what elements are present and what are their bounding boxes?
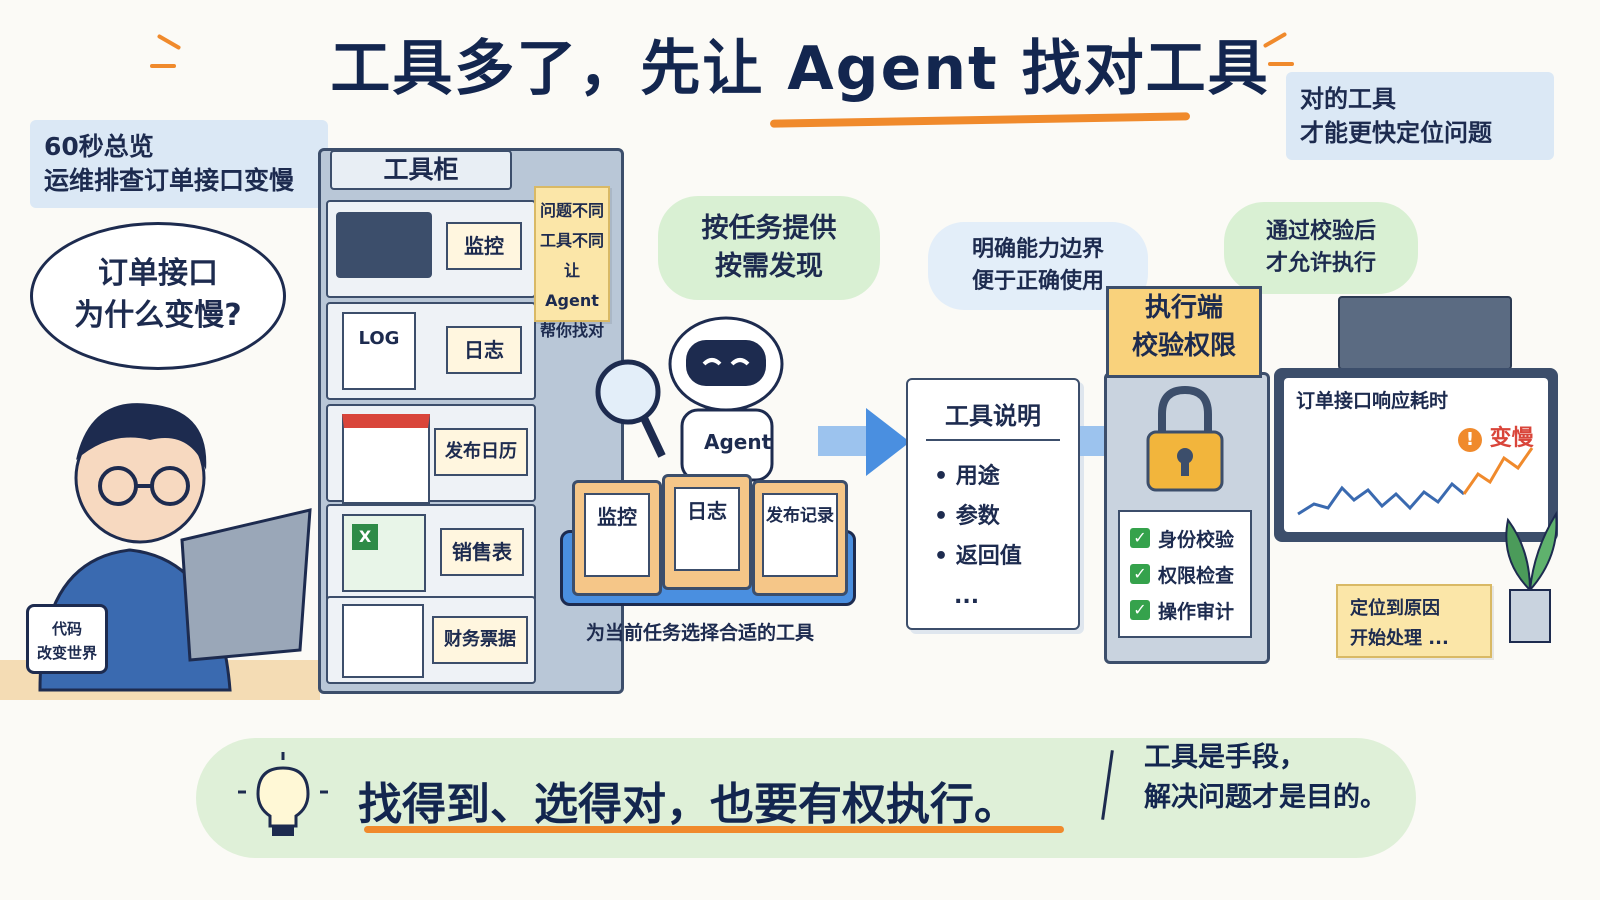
shelf-sales: X 销售表 <box>326 504 536 602</box>
question-line1: 订单接口 <box>98 256 218 291</box>
shelf-label-calendar: 发布日历 <box>434 428 528 476</box>
shelf-label-finance: 财务票据 <box>432 616 528 664</box>
flow-arrow-body <box>1080 426 1106 456</box>
spark-mark <box>150 64 176 68</box>
sticky-line4: 帮你找对 <box>539 321 604 340</box>
calendar-icon <box>342 414 430 504</box>
shelf-log: LOG 日志 <box>326 302 536 400</box>
doc-item: • 参数 <box>934 504 1000 529</box>
boundary-line1: 明确能力边界 <box>971 237 1104 262</box>
folder-release-label: 发布记录 <box>762 493 838 577</box>
shelf-label-log: 日志 <box>446 326 522 374</box>
monitor-screen: 订单接口响应耗时 ! 变慢 <box>1284 378 1548 532</box>
summary-side: 工具是手段， 解决问题才是目的。 <box>1144 738 1387 818</box>
monitor-screen-icon <box>336 212 432 278</box>
slow-alert: ! 变慢 <box>1458 420 1534 452</box>
top-right-line1: 对的工具 <box>1300 85 1396 113</box>
gate-badge: 执行端 校验权限 <box>1106 286 1262 378</box>
overview-line2: 运维排查订单接口变慢 <box>44 166 295 195</box>
alert-icon: ! <box>1458 428 1482 452</box>
monitor-title: 订单接口响应耗时 <box>1296 390 1449 412</box>
lock-icon <box>1146 385 1224 492</box>
doc-title: 工具说明 <box>926 396 1060 441</box>
latency-chart <box>1297 447 1534 516</box>
mug-line2: 改变世界 <box>36 644 97 662</box>
developer-illustration <box>0 403 320 700</box>
discover-line2: 按需发现 <box>715 251 823 282</box>
magnifier-icon <box>595 359 661 425</box>
overview-note: 60秒总览 运维排查订单接口变慢 <box>30 120 328 208</box>
lightbulb-icon <box>238 752 328 836</box>
summary-side-line1: 工具是手段， <box>1144 742 1306 773</box>
receipts-icon <box>342 604 424 678</box>
discover-bubble: 按任务提供 按需发现 <box>658 196 880 300</box>
agent-caption: 为当前任务选择合适的工具 <box>586 622 815 644</box>
folder-log: 日志 <box>662 474 752 590</box>
doc-item: • 用途 <box>934 464 1000 489</box>
top-right-line2: 才能更快定位问题 <box>1300 119 1492 147</box>
folder-monitor: 监控 <box>572 480 662 596</box>
cabinet-title: 工具柜 <box>330 150 512 190</box>
check-item: ✓身份校验 <box>1130 520 1250 556</box>
check-icon: ✓ <box>1130 528 1150 548</box>
top-right-note: 对的工具 才能更快定位问题 <box>1286 72 1554 160</box>
coffee-mug: 代码 改变世界 <box>26 604 108 674</box>
tool-description-doc: 工具说明 • 用途 • 参数 • 返回值 ... <box>906 378 1080 630</box>
folder-release: 发布记录 <box>752 480 848 596</box>
verify-line1: 通过校验后 <box>1265 219 1376 244</box>
summary-underline <box>364 826 1064 833</box>
locate-note: 定位到原因 开始处理 ... <box>1336 584 1492 658</box>
shelf-label-sales: 销售表 <box>440 528 524 576</box>
shelf-label-monitor: 监控 <box>446 222 522 270</box>
summary-side-line2: 解决问题才是目的。 <box>1144 782 1387 813</box>
folder-log-label: 日志 <box>674 487 740 571</box>
sticky-line2: 工具不同 <box>539 231 604 250</box>
folder-monitor-label: 监控 <box>584 493 650 577</box>
badge-line2: 校验权限 <box>1131 331 1236 361</box>
page-title: 工具多了，先让 Agent 找对工具 <box>330 34 1270 104</box>
verify-bubble: 通过校验后 才允许执行 <box>1224 202 1418 294</box>
shelf-finance: 财务票据 <box>326 596 536 684</box>
check-list: ✓身份校验 ✓权限检查 ✓操作审计 <box>1118 510 1252 638</box>
doc-item: • 返回值 <box>934 544 1022 569</box>
agent-label: Agent <box>704 430 772 454</box>
doc-item: ... <box>954 584 980 609</box>
check-item: ✓操作审计 <box>1130 592 1250 628</box>
server-rack <box>1338 296 1512 370</box>
shelf-monitor: 监控 <box>326 200 536 298</box>
spreadsheet-icon: X <box>342 514 426 592</box>
flow-arrow-body <box>818 426 868 456</box>
sticky-line1: 问题不同 <box>539 201 604 220</box>
question-line2: 为什么变慢? <box>74 298 242 333</box>
plant-icon <box>1505 510 1558 643</box>
boundary-line2: 便于正确使用 <box>971 269 1104 294</box>
mug-line1: 代码 <box>51 620 82 638</box>
locate-line1: 定位到原因 <box>1350 598 1440 619</box>
log-book: LOG <box>342 312 416 390</box>
locate-line2: 开始处理 ... <box>1350 628 1449 649</box>
cabinet-sticky-note: 问题不同 工具不同 让 Agent 帮你找对 <box>534 186 610 340</box>
summary-band <box>196 738 1416 858</box>
shelf-calendar: 发布日历 <box>326 404 536 504</box>
check-item: ✓权限检查 <box>1130 556 1250 592</box>
spark-mark <box>1268 62 1294 66</box>
question-bubble: 订单接口 为什么变慢? <box>30 222 286 370</box>
flow-arrow-icon <box>866 408 910 476</box>
overview-line1: 60秒总览 <box>44 132 154 161</box>
check-icon: ✓ <box>1130 600 1150 620</box>
summary-main: 找得到、选得对，也要有权执行。 <box>358 779 1018 830</box>
title-underline <box>769 112 1191 128</box>
check-icon: ✓ <box>1130 564 1150 584</box>
discover-line1: 按任务提供 <box>701 213 837 244</box>
verify-line2: 才允许执行 <box>1265 251 1376 276</box>
sticky-line3: 让 Agent <box>545 261 599 310</box>
badge-line1: 执行端 <box>1144 293 1223 323</box>
